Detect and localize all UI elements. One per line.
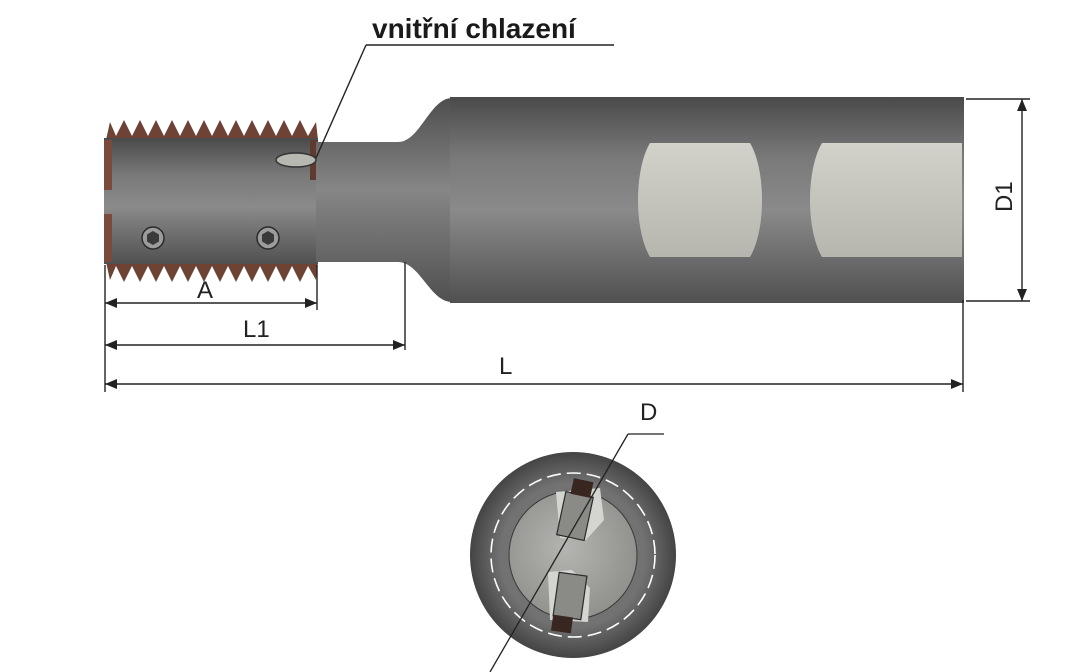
dim-label-d: D [640,399,657,426]
insert-edge-top [104,140,112,190]
coolant-hole [275,152,317,168]
end-view-insert-top [556,478,594,542]
dimensions [104,44,1030,392]
tool-neck [316,98,452,302]
tool-side-view [104,97,964,303]
dim-line-d [489,433,629,672]
dim-label-l1: L1 [243,316,270,343]
dim-label-l: L [499,353,512,380]
thread-teeth-top [106,120,318,140]
dim-label-a: A [197,277,213,304]
insert-edge-bottom [104,214,112,262]
end-view-insert-bottom [550,571,588,634]
insert-screw-2 [256,226,280,250]
dim-label-d1: D1 [991,181,1018,212]
end-view-thread-circle [490,472,656,638]
insert-screw-1 [141,226,165,250]
clamping-flat-2 [810,143,962,257]
cooling-leader-line [315,44,367,159]
clamping-flat-1 [638,143,762,257]
thread-teeth-bottom [106,262,318,282]
tool-end-view [470,433,676,672]
cooling-label: vnitřní chlazení [372,13,577,44]
